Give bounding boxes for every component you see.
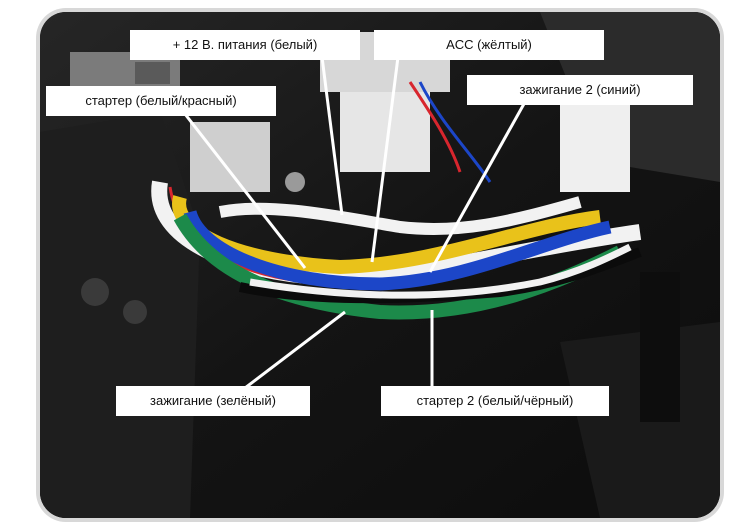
label-starter2: стартер 2 (белый/чёрный) [381,386,609,416]
label-ignition: зажигание (зелёный) [116,386,310,416]
label-starter: стартер (белый/красный) [46,86,276,116]
label-ignition2: зажигание 2 (синий) [467,75,693,105]
label-acc: ACC (жёлтый) [374,30,604,60]
label-power-12v: + 12 В. питания (белый) [130,30,360,60]
